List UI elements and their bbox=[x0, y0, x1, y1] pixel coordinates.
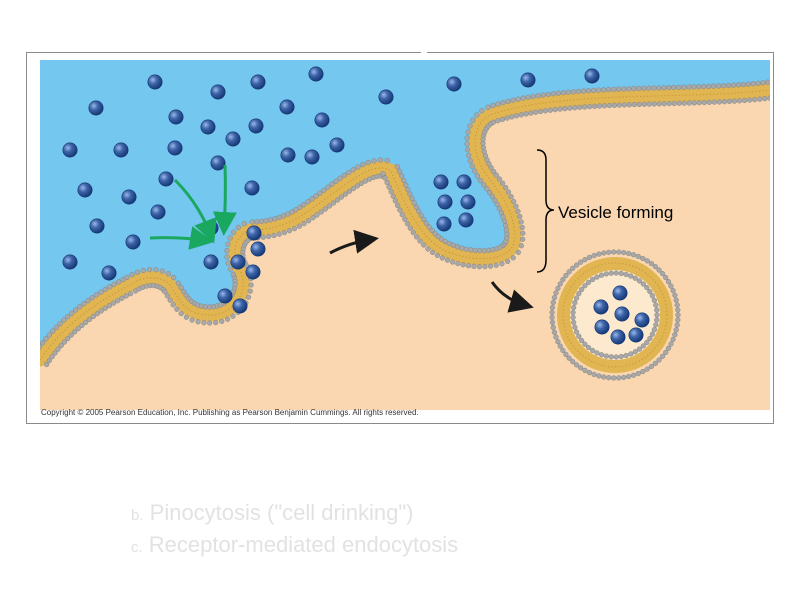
black-arrow-upper bbox=[329, 229, 379, 255]
frame-gap bbox=[421, 50, 427, 54]
list-item-text: Pinocytosis ("cell drinking") bbox=[149, 500, 414, 525]
copyright-notice: Copyright © 2005 Pearson Education, Inc.… bbox=[41, 408, 419, 417]
vesicle-bracket bbox=[536, 149, 555, 273]
extracellular-fluid bbox=[40, 60, 770, 360]
list-item-pinocytosis: b. Pinocytosis ("cell drinking") bbox=[131, 500, 413, 526]
list-item-letter: b. bbox=[131, 507, 144, 524]
plasma-membrane bbox=[40, 79, 770, 368]
black-arrow-lower bbox=[490, 281, 534, 313]
green-arrow-vertical bbox=[212, 164, 237, 236]
list-item-receptor-mediated: c. Receptor-mediated endocytosis bbox=[131, 532, 458, 558]
green-arrow-horizontal bbox=[149, 226, 214, 250]
list-item-letter: c. bbox=[131, 539, 143, 556]
endocytosis-diagram bbox=[40, 60, 770, 410]
solute-particles bbox=[62, 66, 650, 345]
arrows bbox=[149, 164, 534, 313]
list-item-text: Receptor-mediated endocytosis bbox=[148, 532, 459, 557]
vesicle-forming-label: Vesicle forming bbox=[558, 203, 674, 222]
